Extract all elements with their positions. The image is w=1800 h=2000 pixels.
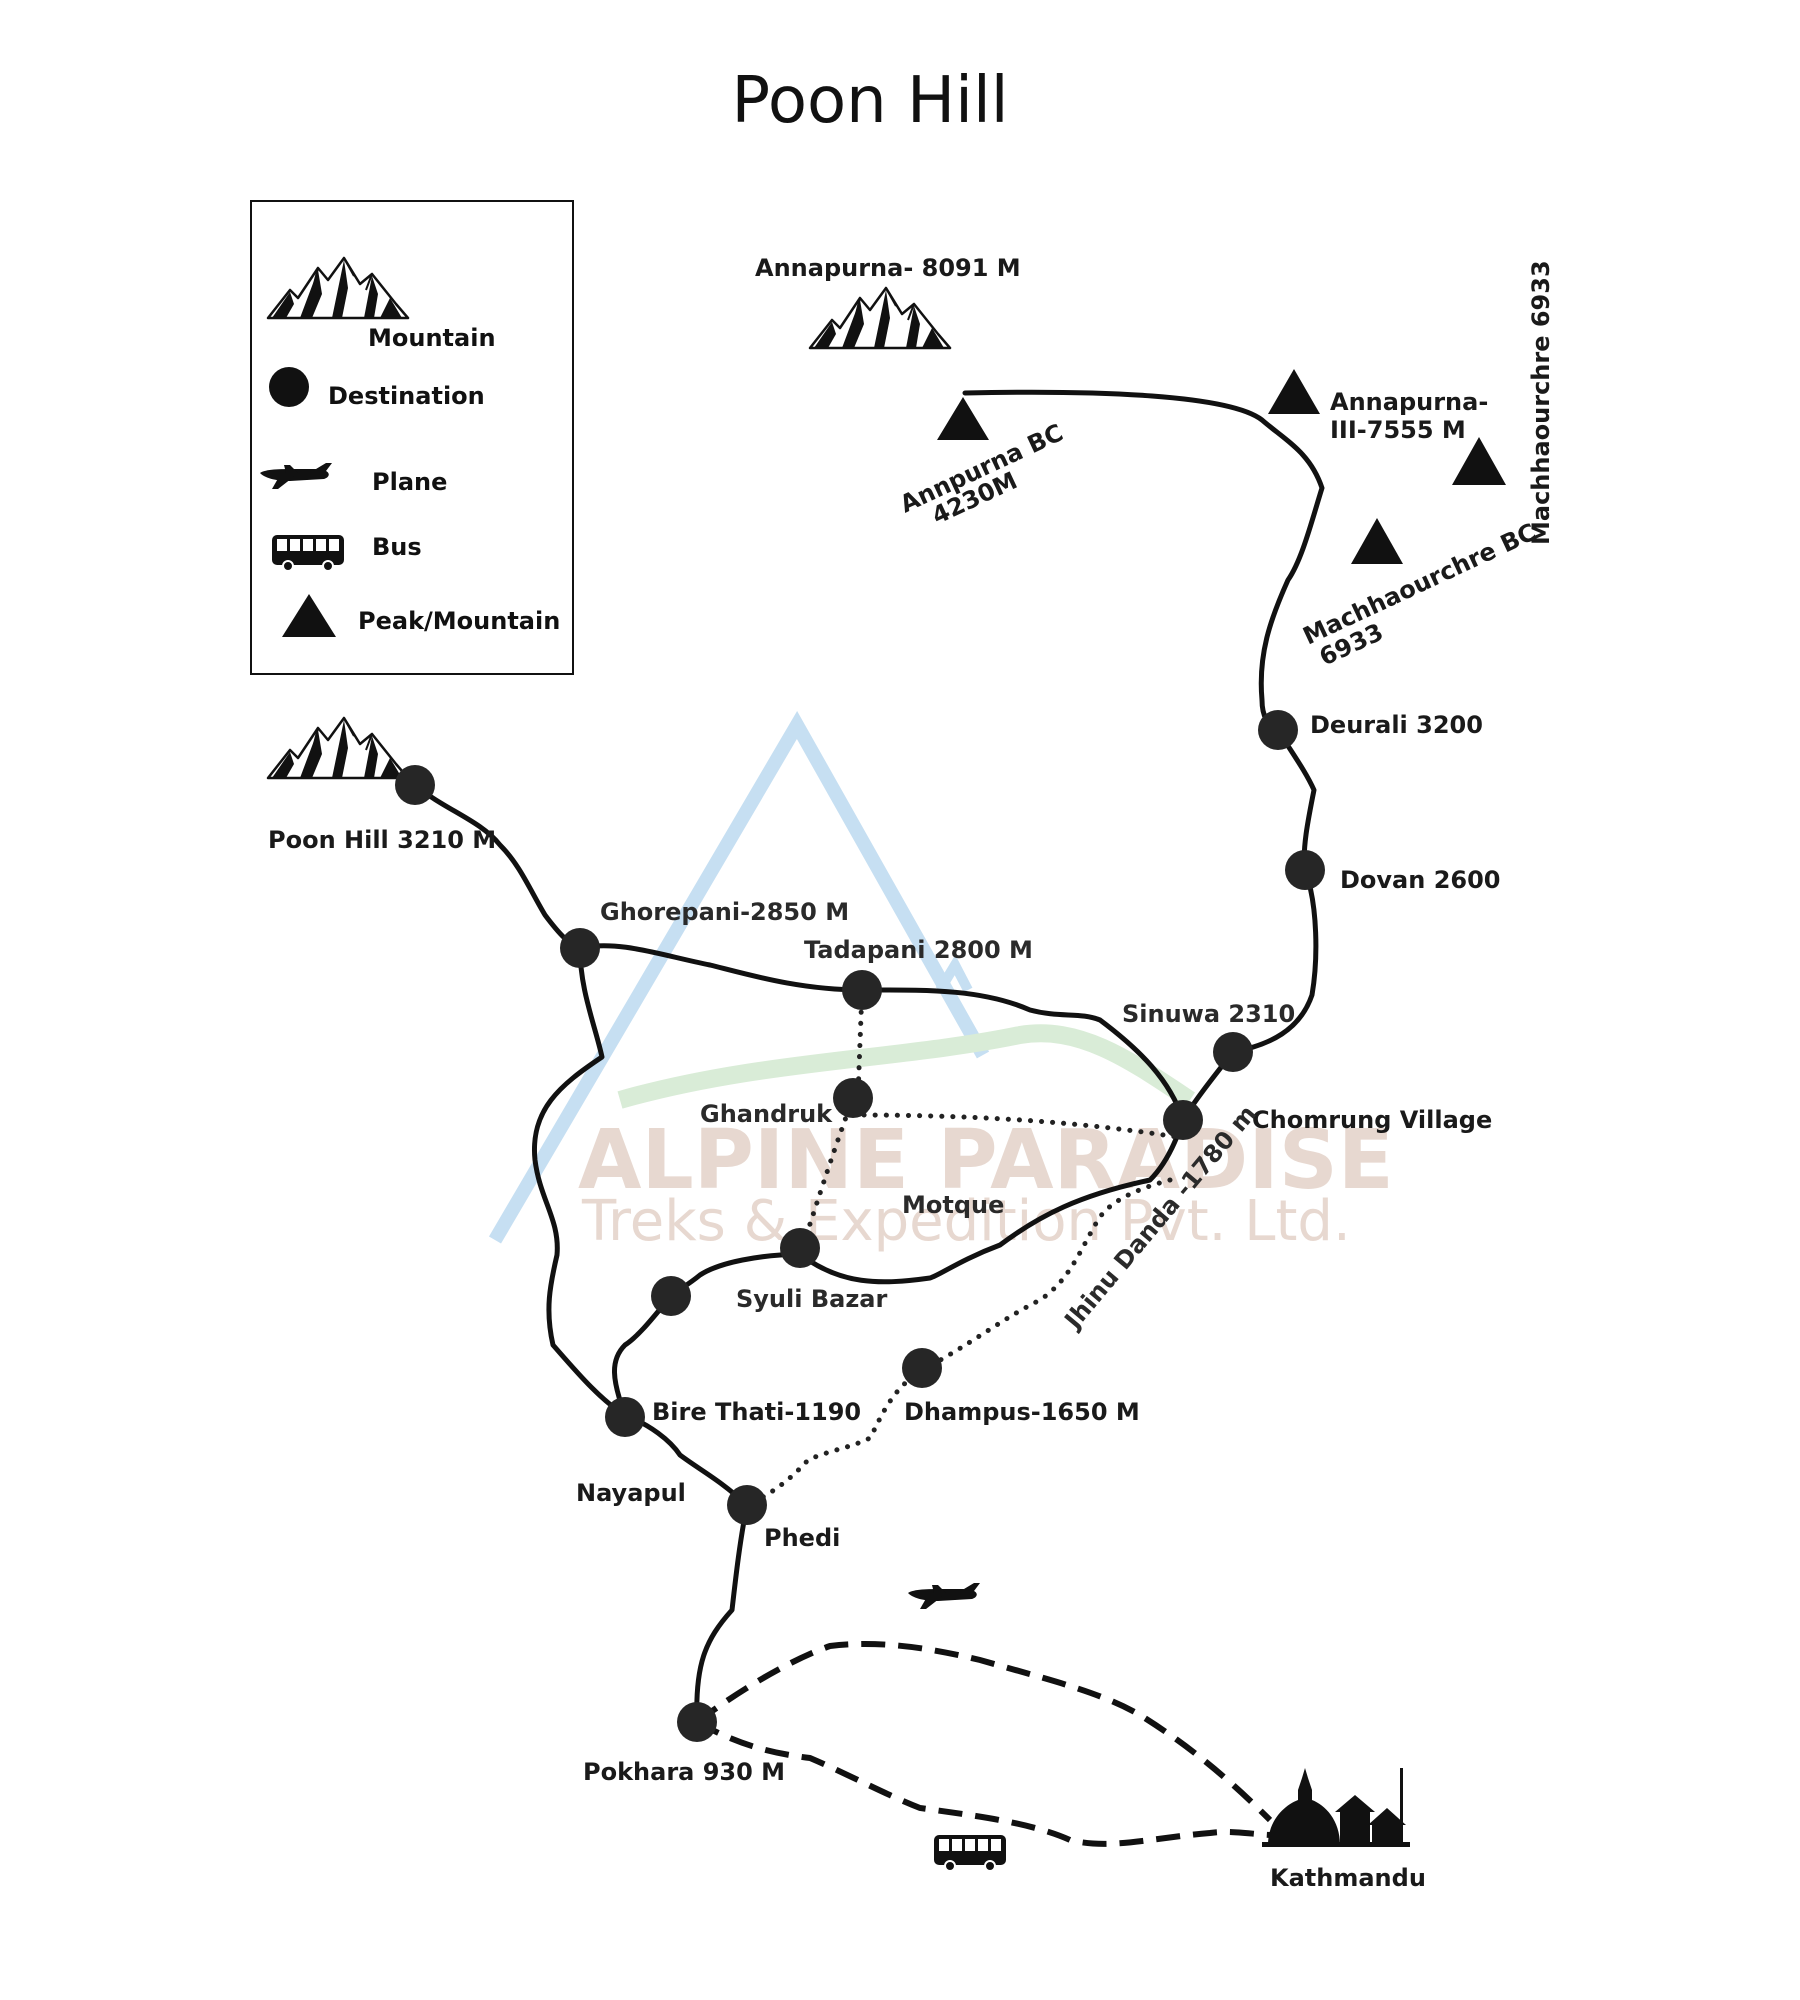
legend-mountain-label: Mountain [368, 324, 496, 352]
ghorepani-marker[interactable] [560, 928, 600, 968]
pokhara-label: Pokhara 930 M [583, 1758, 785, 1786]
flight-route-pokhara-kathmandu [695, 1640, 1273, 1823]
route-deurali-to-dovan [1275, 727, 1317, 873]
sinuwa-marker[interactable] [1213, 1032, 1253, 1072]
route-ghorepani-to-birethati [531, 945, 628, 1418]
plane-route-icon [908, 1583, 980, 1609]
legend-plane-label: Plane [372, 468, 447, 496]
map-title: Poon Hill [732, 64, 1009, 138]
route-dovan-to-sinuwa [1230, 867, 1319, 1055]
kathmandu-label: Kathmandu [1270, 1864, 1426, 1892]
machhapuchhre-peak-icon [1452, 437, 1506, 485]
dhampus-label: Dhampus-1650 M [904, 1398, 1140, 1426]
dovan-label: Dovan 2600 [1340, 866, 1501, 894]
sinuwa-label: Sinuwa 2310 [1122, 1000, 1295, 1028]
machhapuchhre-label: Machhaourchre 6933 [1527, 260, 1555, 545]
destination-dot-icon [269, 367, 309, 407]
syuli-bazar-marker[interactable] [780, 1228, 820, 1268]
legend-destination-label: Destination [328, 382, 485, 410]
side-trails [744, 987, 1186, 1508]
legend: Mountain Destination Plane Bus Peak/Moun… [250, 200, 574, 675]
tadapani-marker[interactable] [842, 970, 882, 1010]
deurali-marker[interactable] [1258, 710, 1298, 750]
route-ghorepani-tadapani-chomrung [577, 943, 1186, 1123]
ghandruk-marker[interactable] [833, 1078, 873, 1118]
bire-thati-marker[interactable] [605, 1397, 645, 1437]
poon-hill-marker[interactable] [395, 765, 435, 805]
annapurna-iii-label-2: III-7555 M [1330, 416, 1466, 444]
annapurna-label: Annapurna- 8091 M [755, 254, 1021, 282]
pokhara-marker[interactable] [677, 1702, 717, 1742]
phedi-label: Phedi [764, 1524, 840, 1552]
poon-hill-label: Poon Hill 3210 M [268, 826, 496, 854]
route-abc-to-deurali [962, 389, 1325, 733]
trail-tadapani-ghandruk [855, 987, 865, 1098]
machhapuchhre-bc-peak-icon [1351, 518, 1403, 564]
annapurna-mountain-icon [808, 286, 952, 350]
watermark-line-2: Treks & Expedition Pvt. Ltd. [581, 1189, 1351, 1254]
bus-route-pokhara-kathmandu [695, 1719, 1271, 1847]
route-syuli-to-birethati [612, 1293, 674, 1418]
bire-thati-label: Bire Thati-1190 [652, 1398, 861, 1426]
stupa-skyline-icon [1262, 1768, 1410, 1847]
legend-peak-label: Peak/Mountain [358, 607, 560, 635]
trail-jhinu-dhampus [919, 1177, 1173, 1373]
deurali-label: Deurali 3200 [1310, 711, 1483, 739]
nayapul-label: Nayapul [576, 1479, 686, 1507]
watermark-logo: ALPINE PARADISE Treks & Expedition Pvt. … [488, 710, 1394, 1254]
annapurna-bc-peak-icon [937, 397, 989, 440]
peak-triangle-icon [282, 594, 336, 637]
machhapuchhre-bc-label-1: Machhaourchre BC [1299, 518, 1541, 651]
ghorepani-label: Ghorepani-2850 M [600, 898, 849, 926]
bus-route-icon [933, 1834, 1007, 1872]
tadapani-label: Tadapani 2800 M [804, 936, 1033, 964]
legend-bus-label: Bus [372, 533, 422, 561]
annapurna-iii-peak-icon [1268, 369, 1320, 414]
trail-dhampus-phedi [744, 1367, 925, 1508]
destination-markers [395, 710, 1325, 1742]
route-birethati-to-phedi [622, 1412, 750, 1508]
trail-ghandruk-syuli [797, 1095, 856, 1257]
watermark-line-1: ALPINE PARADISE [578, 1113, 1394, 1208]
phedi-marker[interactable] [727, 1485, 767, 1525]
route-poonhill-to-ghorepani [412, 782, 583, 951]
dhampus-marker[interactable] [902, 1348, 942, 1388]
syuli-lower-marker[interactable] [651, 1276, 691, 1316]
ghandruk-label: Ghandruk [700, 1100, 833, 1128]
machhapuchhre-bc-label: Machhaourchre BC 6933 [1299, 518, 1541, 672]
chomrung-label: Chomrung Village [1252, 1106, 1492, 1134]
route-chomrung-to-syuli [797, 1117, 1186, 1285]
dovan-marker[interactable] [1285, 850, 1325, 890]
route-phedi-to-pokhara [694, 1502, 750, 1725]
motque-label: Motque [902, 1191, 1004, 1219]
syuli-bazar-label: Syuli Bazar [736, 1285, 887, 1313]
chomrung-marker[interactable] [1163, 1100, 1203, 1140]
annapurna-iii-label-1: Annapurna- [1330, 388, 1488, 416]
poon-hill-mountain-icon [266, 716, 410, 780]
